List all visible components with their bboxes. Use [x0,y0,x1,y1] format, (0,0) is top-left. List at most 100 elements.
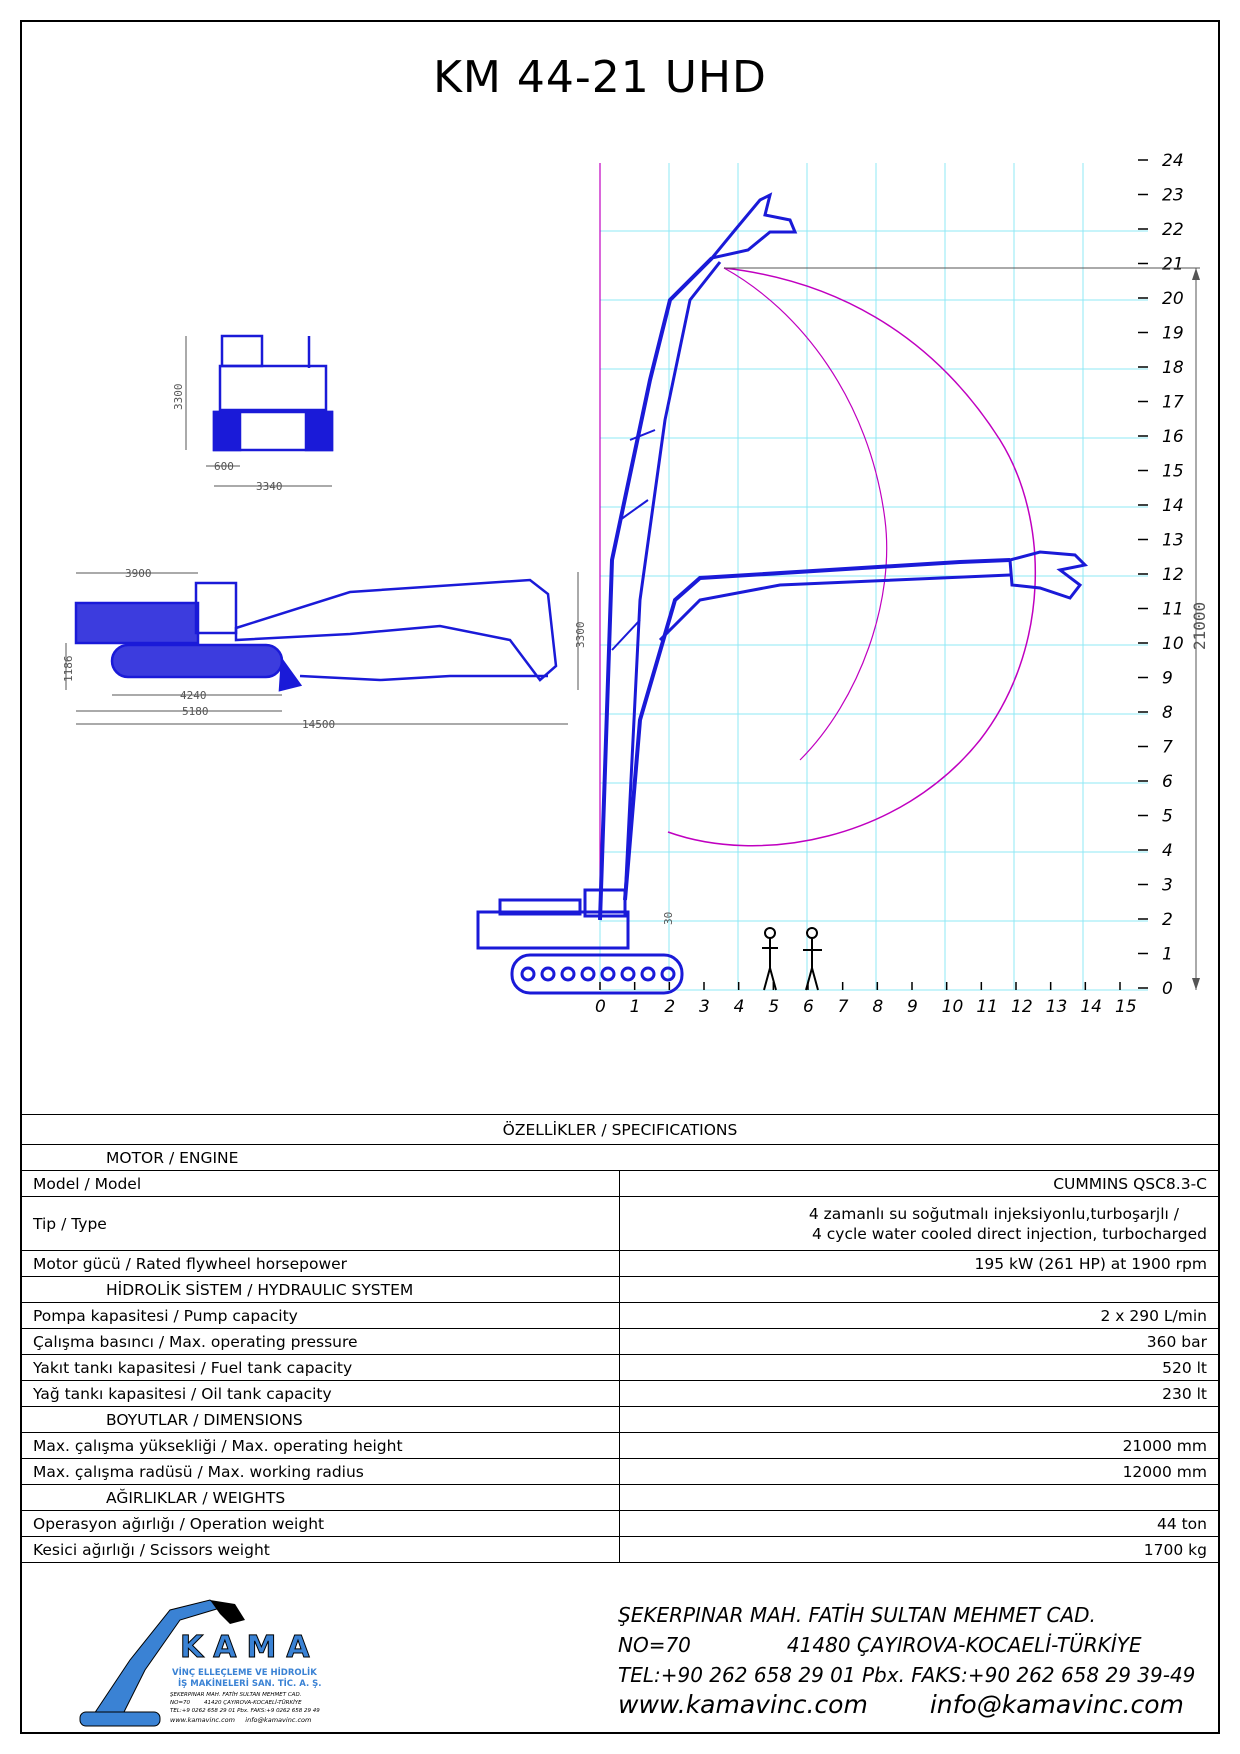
track-roller [580,966,596,982]
spec-value-pump: 2 x 290 L/min [619,1302,1220,1329]
spec-value-model: CUMMINS QSC8.3-C [619,1170,1220,1197]
logo-track-icon [79,1711,161,1727]
main-track [510,953,684,995]
dimension-arrow-bottom [1192,978,1200,990]
spec-value-op-weight: 44 ton [619,1510,1220,1537]
x-tick-label: 11 [976,997,998,1017]
spec-label-fuel: Yakıt tankı kapasitesi / Fuel tank capac… [19,1354,621,1381]
y-tick-label: 0 [1162,979,1173,999]
main-cab [583,888,627,918]
spec-value-radius: 12000 mm [619,1458,1220,1485]
reach-envelope-upper [667,267,1037,847]
front-width-dim: 3340 [256,480,283,493]
x-tick-label: 4 [734,997,745,1017]
section-hydraulic: HİDROLİK SİSTEM / HYDRAULIC SYSTEM [19,1276,621,1303]
y-tick-label: 12 [1162,565,1184,585]
y-tick-label: 11 [1162,600,1184,620]
section-weights: AĞIRLIKLAR / WEIGHTS [19,1484,621,1511]
x-tick-label: 6 [803,997,814,1017]
spec-value-height: 21000 mm [619,1432,1220,1459]
section-dimensions-blank [619,1406,1220,1433]
y-tick-label: 22 [1162,220,1184,240]
page-title: KM 44-21 UHD [433,52,767,103]
company-logo [79,1599,245,1727]
main-boom-bracing [611,429,656,651]
y-tick-label: 13 [1162,531,1184,551]
y-tick-label: 16 [1162,427,1184,447]
spec-label-model: Model / Model [19,1170,621,1197]
y-tick-label: 21 [1162,255,1184,275]
x-tick-label: 13 [1046,997,1068,1017]
spec-label-oil: Yağ tankı kapasitesi / Oil tank capacity [19,1380,621,1407]
y-tick-label: 3 [1162,876,1173,896]
company-address: ŞEKERPINAR MAH. FATİH SULTAN MEHMET CAD.… [618,1600,1195,1720]
front-track-dim: 600 [214,460,234,473]
front-track-right [304,410,334,452]
person-figure-1 [762,927,778,991]
main-engine-hood [498,898,582,916]
side-track [110,643,284,679]
track-roller [620,966,636,982]
side-track-dim: 4240 [180,689,207,702]
section-weights-blank [619,1484,1220,1511]
main-arm-vertical [623,261,722,901]
side-arm [299,674,548,682]
spec-value-fuel: 520 lt [619,1354,1220,1381]
track-roller [560,966,576,982]
spec-value-type-line1: 4 zamanlı su soğutmalı injeksiyonlu,turb… [808,1204,1179,1223]
logo-small2: NO=70 41420 ÇAYIROVA-KOCAELİ-TÜRKİYE [170,1700,302,1706]
y-tick-label: 17 [1162,393,1184,413]
y-tick-label: 8 [1162,703,1173,723]
y-tick-label: 6 [1162,772,1173,792]
x-tick-label: 14 [1080,997,1102,1017]
front-height-dim: 3300 [172,384,185,411]
track-roller [520,966,536,982]
x-tick-label: 9 [907,997,918,1017]
main-crusher-top [708,192,798,261]
website-link[interactable]: www.kamavinc.com [618,1690,868,1719]
spec-value-oil: 230 lt [619,1380,1220,1407]
x-tick-label: 5 [768,997,779,1017]
excavator-main-view [476,192,1089,995]
front-view-dimensions [185,336,332,487]
main-boom-vertical [598,256,714,921]
front-cab [220,334,264,368]
track-roller [540,966,556,982]
main-arm-horizontal [658,573,1011,642]
x-tick-label: 10 [942,997,964,1017]
track-roller [600,966,616,982]
section-hydraulic-blank [619,1276,1220,1303]
height-dimension-label: 21000 [1190,602,1209,650]
spec-label-pump: Pompa kapasitesi / Pump capacity [19,1302,621,1329]
logo-line1: VİNÇ ELLEÇLEME VE HİDROLİK [172,1668,317,1678]
spec-label-type: Tip / Type [19,1196,621,1251]
excavator-front-view [212,334,334,452]
side-view-dimensions [65,572,579,725]
person-figure-2 [803,927,822,991]
spec-value-type: 4 zamanlı su soğutmalı injeksiyonlu,turb… [619,1196,1220,1251]
y-tick-label: 9 [1162,669,1173,689]
side-boom-height-dim: 3300 [574,622,587,649]
spec-label-radius: Max. çalışma radüsü / Max. working radiu… [19,1458,621,1485]
x-tick-label: 15 [1115,997,1137,1017]
main-boom-horizontal [623,558,1011,901]
y-tick-label: 14 [1162,496,1184,516]
spec-label-power: Motor gücü / Rated flywheel horsepower [19,1250,621,1277]
main-crusher-horizontal [1008,550,1089,600]
y-tick-label: 20 [1162,289,1184,309]
spec-label-pressure: Çalışma basıncı / Max. operating pressur… [19,1328,621,1355]
logo-line2: İŞ MAKİNELERİ SAN. TİC. A. Ş. [178,1679,322,1689]
y-tick-label: 4 [1162,841,1173,861]
x-tick-label: 7 [838,997,849,1017]
spec-value-power: 195 kW (261 HP) at 1900 rpm [619,1250,1220,1277]
email-link[interactable]: info@kamavinc.com [929,1690,1184,1719]
front-track-left [212,410,242,452]
y-tick-label: 7 [1162,738,1173,758]
dimension-arrow-top [1192,268,1200,280]
spec-value-type-line2: 4 cycle water cooled direct injection, t… [812,1224,1207,1243]
y-tick-label: 15 [1162,462,1184,482]
logo-small4: www.kamavinc.com info@kamavinc.com [170,1716,312,1724]
logo-small3: TEL:+9 0262 658 29 01 Pbx. FAKS:+9 0262 … [170,1708,320,1714]
